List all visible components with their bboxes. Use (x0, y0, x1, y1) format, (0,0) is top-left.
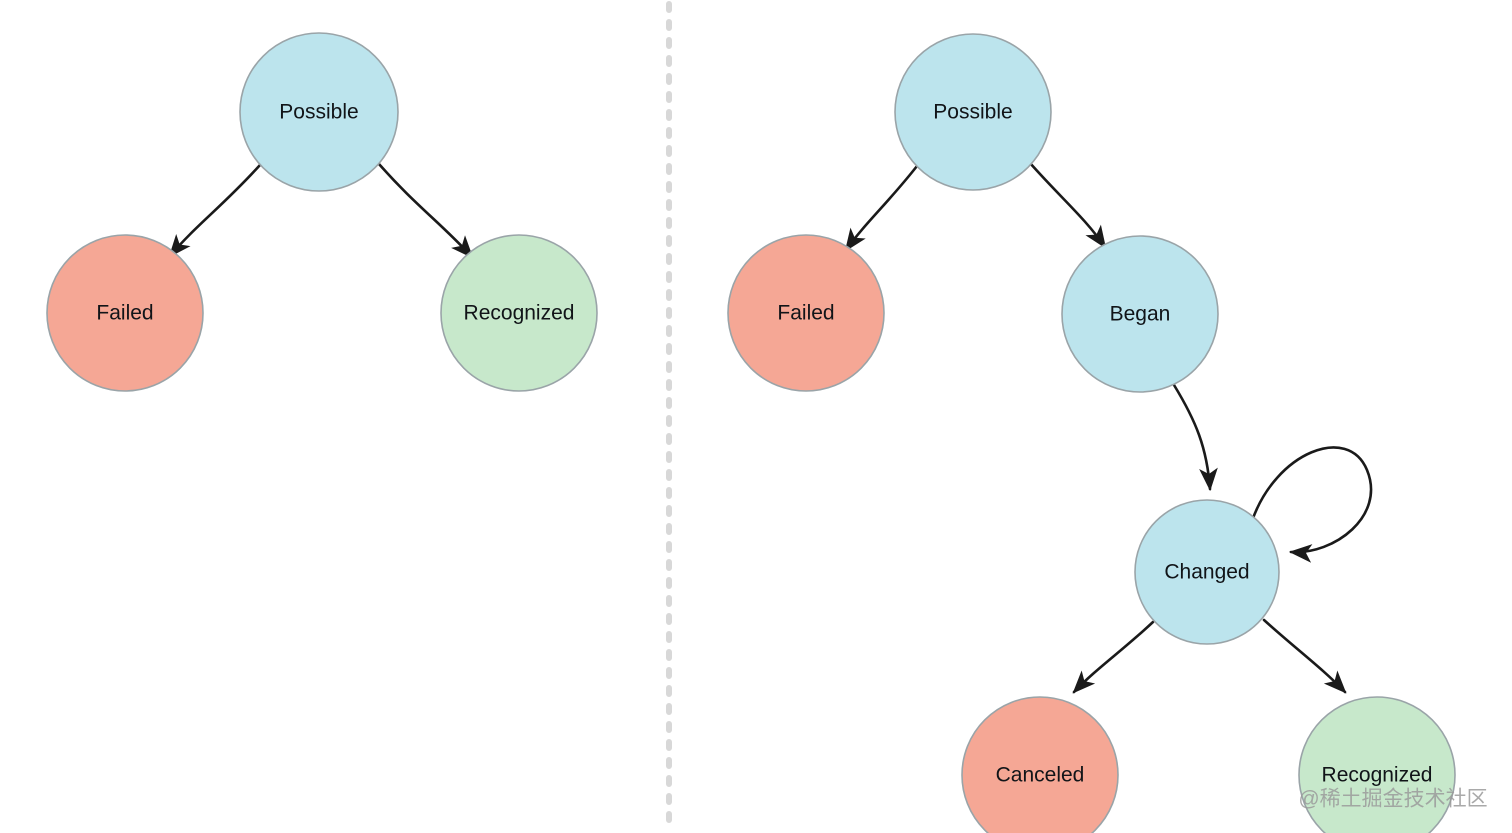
state-label-possible: Possible (933, 101, 1012, 124)
state-node-failed-left[interactable]: Failed (46, 234, 204, 392)
state-circle-recognized[interactable] (1298, 696, 1456, 833)
state-node-began[interactable]: Began (1061, 235, 1219, 393)
state-circle-changed[interactable] (1134, 499, 1280, 645)
state-label-failed: Failed (777, 302, 834, 325)
state-label-failed: Failed (96, 302, 153, 325)
state-label-possible: Possible (279, 101, 358, 124)
state-label-recognized: Recognized (1322, 764, 1433, 787)
state-label-began: Began (1110, 303, 1171, 326)
edge-possible-to-failed-right (844, 164, 919, 252)
left-diagram-edges (168, 162, 474, 259)
state-circle-began[interactable] (1061, 235, 1219, 393)
state-node-recognized-left[interactable]: Recognized (440, 234, 598, 392)
state-circle-possible[interactable] (239, 32, 399, 192)
right-diagram-edges (844, 161, 1373, 694)
edge-changed-to-recognized (1262, 618, 1347, 694)
state-label-recognized: Recognized (464, 302, 575, 325)
edge-began-to-changed (1172, 383, 1218, 492)
state-circle-recognized[interactable] (440, 234, 598, 392)
edge-changed-self-loop (1250, 446, 1373, 563)
edge-possible-to-began (1028, 161, 1107, 249)
state-circle-failed[interactable] (727, 234, 885, 392)
right-diagram-nodes: Possible Failed Began Changed Canceled R… (727, 33, 1456, 833)
left-diagram-nodes: Possible Failed Recognized (46, 32, 598, 392)
state-node-failed-right[interactable]: Failed (727, 234, 885, 392)
state-node-canceled[interactable]: Canceled (961, 696, 1119, 833)
state-circle-failed[interactable] (46, 234, 204, 392)
state-node-possible-left[interactable]: Possible (239, 32, 399, 192)
state-circle-possible[interactable] (894, 33, 1052, 191)
watermark-label: @稀土掘金技术社区 (1298, 788, 1487, 811)
state-label-changed: Changed (1164, 561, 1249, 584)
state-node-possible-right[interactable]: Possible (894, 33, 1052, 191)
edge-changed-to-canceled (1072, 620, 1155, 694)
state-label-canceled: Canceled (996, 764, 1085, 787)
state-node-recognized-right[interactable]: Recognized (1298, 696, 1456, 833)
edge-possible-to-recognized (377, 162, 474, 259)
state-node-changed[interactable]: Changed (1134, 499, 1280, 645)
state-circle-canceled[interactable] (961, 696, 1119, 833)
edge-possible-to-failed (168, 163, 262, 258)
